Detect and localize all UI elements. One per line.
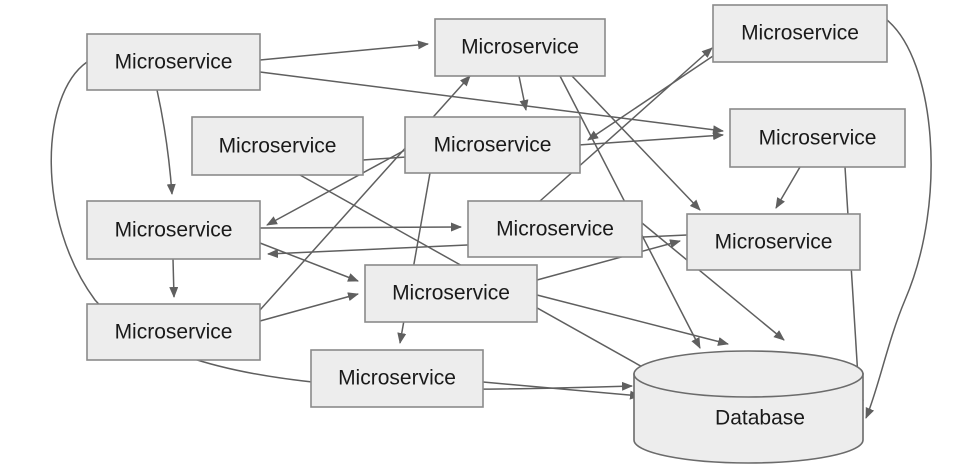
node-box[interactable] (86, 200, 261, 260)
edge-ms1-to-ms2 (259, 40, 429, 61)
edge-ms1-to-ms7 (156, 89, 176, 195)
edge-ms7-to-ms8 (259, 222, 462, 232)
node-microservice-5[interactable]: Microservice (404, 116, 581, 174)
node-microservice-7[interactable]: Microservice (86, 200, 261, 260)
node-box[interactable] (712, 4, 888, 63)
edge-ms7-to-ms11 (169, 258, 179, 298)
node-microservice-9[interactable]: Microservice (686, 213, 861, 271)
node-microservice-6[interactable]: Microservice (729, 108, 906, 168)
database-cylinder-top (633, 350, 864, 398)
node-microservice-8[interactable]: Microservice (467, 200, 643, 258)
node-box[interactable] (404, 116, 581, 174)
node-box[interactable] (467, 200, 643, 258)
node-box[interactable] (86, 33, 261, 91)
edge-ms10-to-db (536, 294, 729, 346)
node-database[interactable]: Database (633, 350, 864, 464)
node-box[interactable] (434, 18, 606, 77)
edge-ms12-to-db (482, 381, 641, 400)
edge-ms5-to-ms7 (266, 149, 406, 226)
node-microservice-4[interactable]: Microservice (191, 116, 364, 176)
edge-ms8-to-ms3 (539, 47, 713, 202)
database-cylinder-body[interactable] (633, 373, 864, 464)
node-box[interactable] (86, 303, 261, 361)
edge-ms2-to-ms9 (571, 75, 701, 211)
node-box[interactable] (310, 349, 484, 408)
node-microservice-2[interactable]: Microservice (434, 18, 606, 77)
node-layer: Microservice Microservice Microservice M… (86, 4, 906, 464)
node-box[interactable] (686, 213, 861, 271)
node-box[interactable] (364, 264, 538, 323)
edge-ms11-to-ms10 (259, 292, 359, 322)
edge-ms7-to-ms10 (259, 242, 359, 282)
node-microservice-1[interactable]: Microservice (86, 33, 261, 91)
edge-ms3-to-db (865, 19, 932, 419)
edge-layer (50, 19, 932, 419)
edge-ms11-to-ms2 (259, 75, 471, 311)
node-microservice-11[interactable]: Microservice (86, 303, 261, 361)
node-box[interactable] (191, 116, 364, 176)
node-microservice-10[interactable]: Microservice (364, 264, 538, 323)
edge-ms6-to-ms9 (775, 166, 801, 209)
node-box[interactable] (729, 108, 906, 168)
edge-ms10-to-ms9 (536, 239, 681, 281)
node-microservice-3[interactable]: Microservice (712, 4, 888, 63)
edge-ms3-to-ms5 (587, 55, 714, 141)
edge-ms2-to-ms5 (518, 75, 529, 111)
edge-ms8-to-db (641, 222, 785, 341)
node-microservice-12[interactable]: Microservice (310, 349, 484, 408)
edge-ms1-to-ms6 (259, 71, 724, 135)
